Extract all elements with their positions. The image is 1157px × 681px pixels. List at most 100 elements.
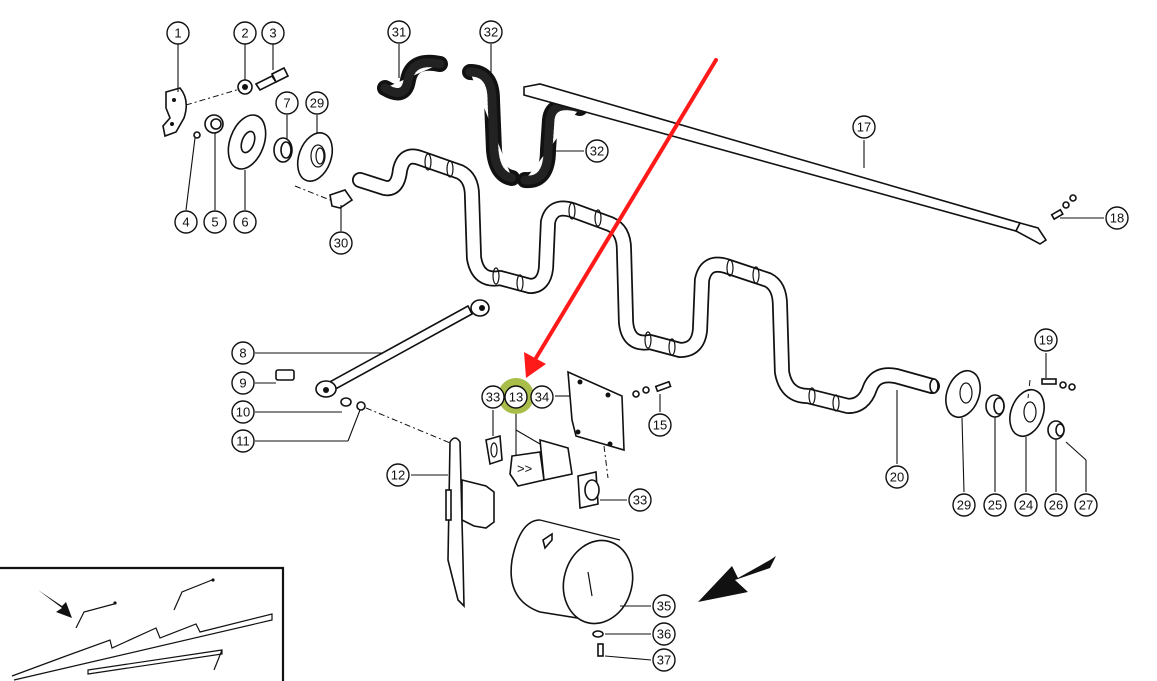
part-25-bearing <box>985 394 1005 418</box>
callout-label: 32 <box>484 25 498 40</box>
callout-label: 2 <box>241 26 248 41</box>
callout-circle <box>174 210 198 234</box>
callout-label: 9 <box>239 376 246 391</box>
part-18-bolt-set <box>1050 194 1077 221</box>
part-30-clip <box>329 189 354 209</box>
callout-18: 18 <box>1105 206 1129 230</box>
part-2-nut <box>237 79 253 95</box>
part-31-hose <box>377 54 448 101</box>
callout-15: 15 <box>648 413 672 437</box>
red-pointer-arrow-icon <box>524 58 718 378</box>
part-24-flange <box>1009 388 1045 438</box>
callout-36: 36 <box>652 622 676 646</box>
part-5-locknut <box>204 114 224 134</box>
callout-circle <box>233 210 257 234</box>
part-35-drum-cover <box>510 519 634 625</box>
callout-33: 33 <box>628 488 652 512</box>
callout-circle <box>852 115 876 139</box>
part-29-flange-bearing <box>296 132 334 182</box>
callout-label: 7 <box>283 96 290 111</box>
callout-label: 24 <box>1019 498 1033 513</box>
part-29-flange-right <box>945 369 981 419</box>
callout-13: 13 <box>504 385 528 409</box>
callout-label: 35 <box>657 599 671 614</box>
callout-label: 31 <box>392 25 406 40</box>
part-17-bar <box>523 83 1048 245</box>
callout-circle <box>585 139 609 163</box>
callout-30: 30 <box>329 231 353 255</box>
assembly-line <box>1027 379 1031 399</box>
callout-4: 4 <box>174 210 198 234</box>
callout-10: 10 <box>231 400 255 424</box>
callout-circle <box>652 622 676 646</box>
callout-label: 4 <box>182 215 189 230</box>
callout-circle <box>261 21 285 45</box>
callout-label: 34 <box>535 390 549 405</box>
callout-circle <box>1074 493 1098 517</box>
callout-label: 17 <box>857 120 871 135</box>
callout-7: 7 <box>275 91 299 115</box>
callout-circle <box>504 385 528 409</box>
part-3-bolt <box>254 66 290 92</box>
callout-circle <box>231 429 255 453</box>
assembly-line <box>365 407 456 446</box>
callout-label: 32 <box>590 144 604 159</box>
callout-12: 12 <box>386 463 410 487</box>
part-4-grease-nipple <box>193 131 201 139</box>
callout-label: 36 <box>657 627 671 642</box>
callout-circle <box>952 493 976 517</box>
callout-label: 30 <box>334 236 348 251</box>
part-19-bolt-set <box>1041 378 1076 391</box>
part-11-nut <box>356 401 366 411</box>
callout-35: 35 <box>652 594 676 618</box>
svg-text:>>: >> <box>517 461 532 476</box>
part-7-bearing <box>273 137 293 163</box>
callout-34: 34 <box>530 385 554 409</box>
assembly-line <box>185 88 241 106</box>
callout-circle <box>233 21 257 45</box>
part-33-shim-upper <box>485 434 503 466</box>
part-1-bracket <box>162 87 188 138</box>
callout-circle <box>329 231 353 255</box>
callout-circle <box>1014 493 1038 517</box>
callout-circle <box>530 385 554 409</box>
part-37-bolt <box>597 643 604 657</box>
callout-circle <box>652 648 676 672</box>
callout-label: 37 <box>657 653 671 668</box>
part-33-shim-lower <box>577 471 600 509</box>
callout-6: 6 <box>233 210 257 234</box>
callout-circle <box>652 594 676 618</box>
callout-19: 19 <box>1034 328 1058 352</box>
callout-label: 1 <box>174 26 181 41</box>
part-20-crankshaft <box>352 148 940 414</box>
callout-20: 20 <box>885 465 909 489</box>
callout-label: 18 <box>1110 211 1124 226</box>
callout-33: 33 <box>481 385 505 409</box>
callout-29: 29 <box>952 493 976 517</box>
part-15-bolt-set <box>632 380 672 398</box>
part-9-pin <box>275 369 295 381</box>
inset-detail <box>0 566 285 681</box>
callout-label: 20 <box>890 470 904 485</box>
inset-pointer-arrow-icon <box>38 590 72 618</box>
callout-32: 32 <box>585 139 609 163</box>
callout-17: 17 <box>852 115 876 139</box>
callout-circle <box>231 400 255 424</box>
callout-label: 15 <box>653 418 667 433</box>
part-13-bearing-block: >> <box>509 438 573 487</box>
part-32-hose-upper <box>462 64 520 186</box>
callout-circle <box>983 493 1007 517</box>
callout-8: 8 <box>231 341 255 365</box>
callout-label: 6 <box>241 215 248 230</box>
callout-circle <box>479 20 503 44</box>
leader-lines <box>177 44 1104 661</box>
callout-25: 25 <box>983 493 1007 517</box>
callout-circle <box>203 210 227 234</box>
callout-label: 29 <box>957 498 971 513</box>
callout-circle <box>648 413 672 437</box>
part-10-washer <box>340 397 352 407</box>
part-32-hose-lower <box>517 97 588 189</box>
part-36-washer <box>592 630 604 638</box>
callout-1: 1 <box>166 21 190 45</box>
